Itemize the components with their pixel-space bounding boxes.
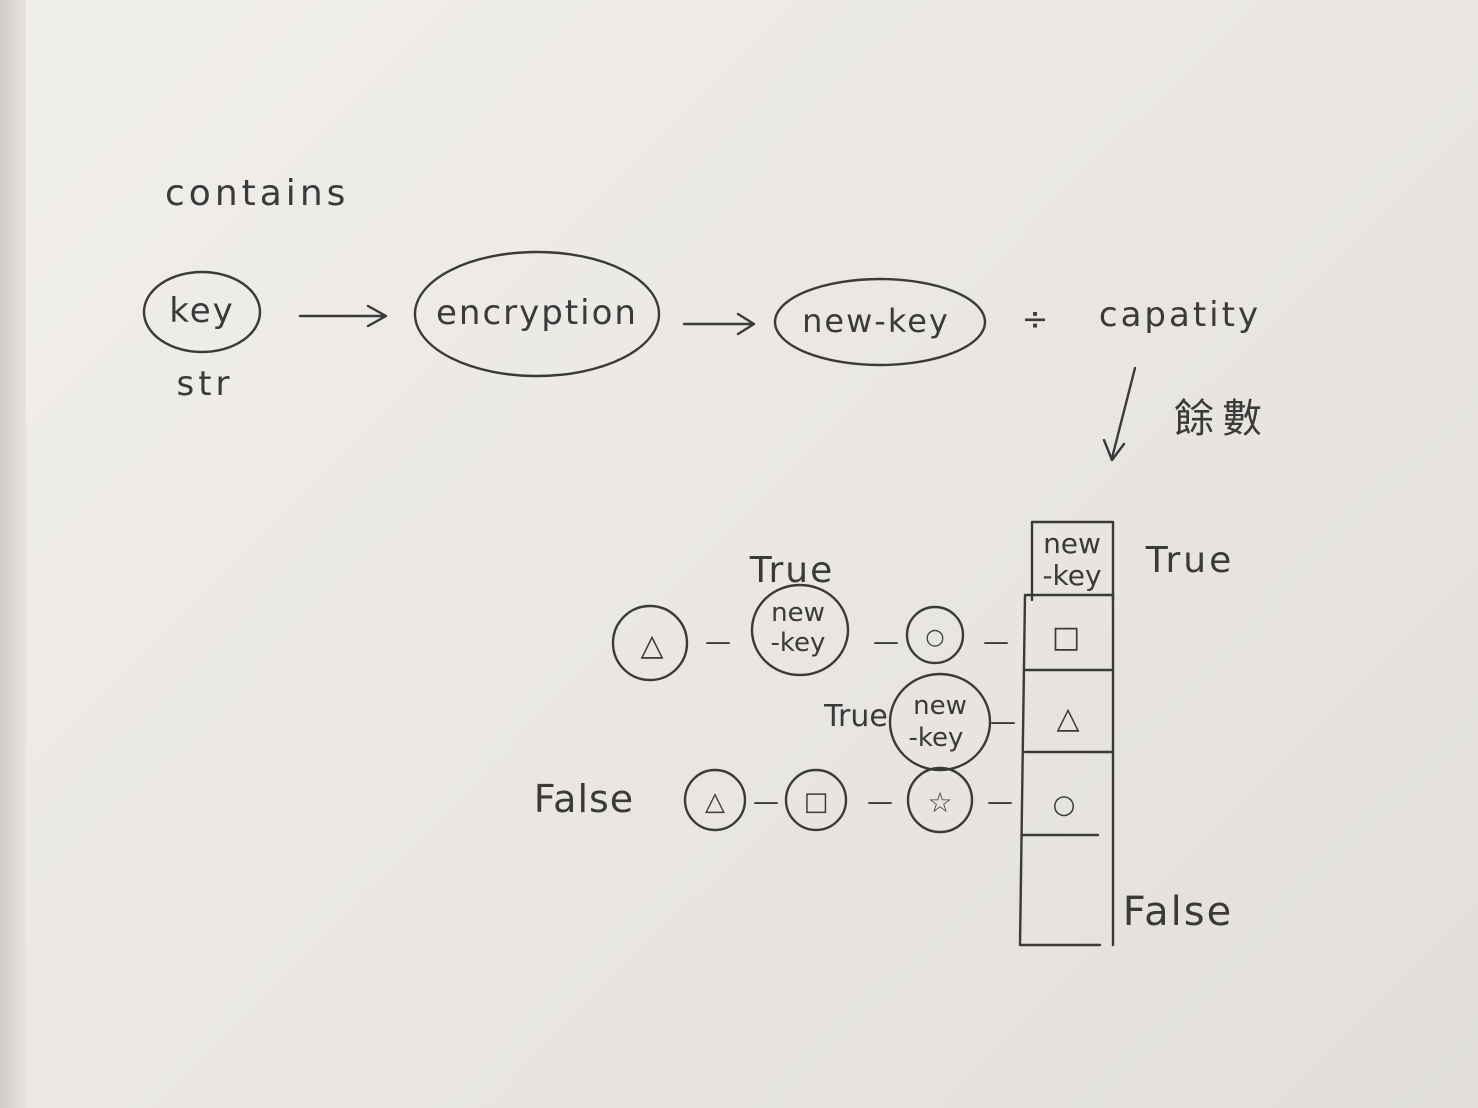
table-top-cell-line1: new [1043, 527, 1101, 560]
new-key-label: new-key [802, 302, 950, 340]
row3-node-star [906, 766, 974, 834]
table-cell-square: □ [1052, 620, 1080, 655]
table-cell-triangle: △ [1056, 701, 1079, 736]
remainder-label: 餘數 [1174, 396, 1270, 442]
notebook-spine-shadow [0, 0, 26, 1108]
row3-connector: — [753, 787, 779, 817]
new-key-oval [773, 277, 987, 367]
heading-contains: contains [165, 173, 349, 214]
table-top-cell-border [1030, 520, 1115, 602]
arrow-icon [682, 312, 756, 336]
table-cell-circle: ○ [1053, 790, 1076, 820]
row3-node-square [784, 768, 848, 832]
row1-node-triangle [611, 604, 689, 682]
table-outline [1018, 593, 1115, 947]
row1-result: True [749, 550, 834, 591]
row3-node-triangle-symbol: △ [705, 787, 725, 817]
row1-connector: — [983, 627, 1009, 657]
row3-node-triangle [683, 768, 747, 832]
arrow-down-icon [1102, 366, 1137, 462]
row1-node-triangle-symbol: △ [640, 628, 663, 663]
divide-operator: ÷ [1022, 300, 1049, 338]
row1-node-circle-symbol: ○ [925, 625, 944, 650]
encryption-oval [413, 250, 661, 378]
row2-result: True [823, 699, 888, 734]
encryption-label: encryption [436, 293, 638, 333]
row2-connector: — [990, 707, 1016, 737]
table-top-cell-line2: -key [1042, 559, 1101, 592]
row3-node-square-symbol: □ [804, 787, 829, 817]
str-label: str [176, 364, 233, 404]
key-label: key [169, 291, 235, 331]
row1-node-new-key [750, 583, 850, 677]
row2-node-new-key-line1: new [913, 691, 967, 721]
row1-node-new-key-line1: new [771, 598, 825, 628]
row3-connector: — [987, 787, 1013, 817]
row1-node-circle [905, 605, 965, 665]
capatity-label: capatity [1099, 295, 1261, 335]
row3-result: False [534, 777, 634, 821]
row3-connector: — [867, 787, 893, 817]
arrow-icon [298, 304, 388, 328]
row1-connector: — [873, 627, 899, 657]
row1-connector: — [705, 627, 731, 657]
table-bottom-result: False [1123, 889, 1233, 935]
key-oval [142, 270, 262, 354]
row2-node-new-key [888, 672, 992, 772]
row3-node-star-symbol: ☆ [927, 786, 952, 819]
row1-node-new-key-line2: -key [771, 628, 826, 658]
table-top-result: True [1145, 540, 1234, 581]
row2-node-new-key-line2: -key [909, 723, 964, 753]
